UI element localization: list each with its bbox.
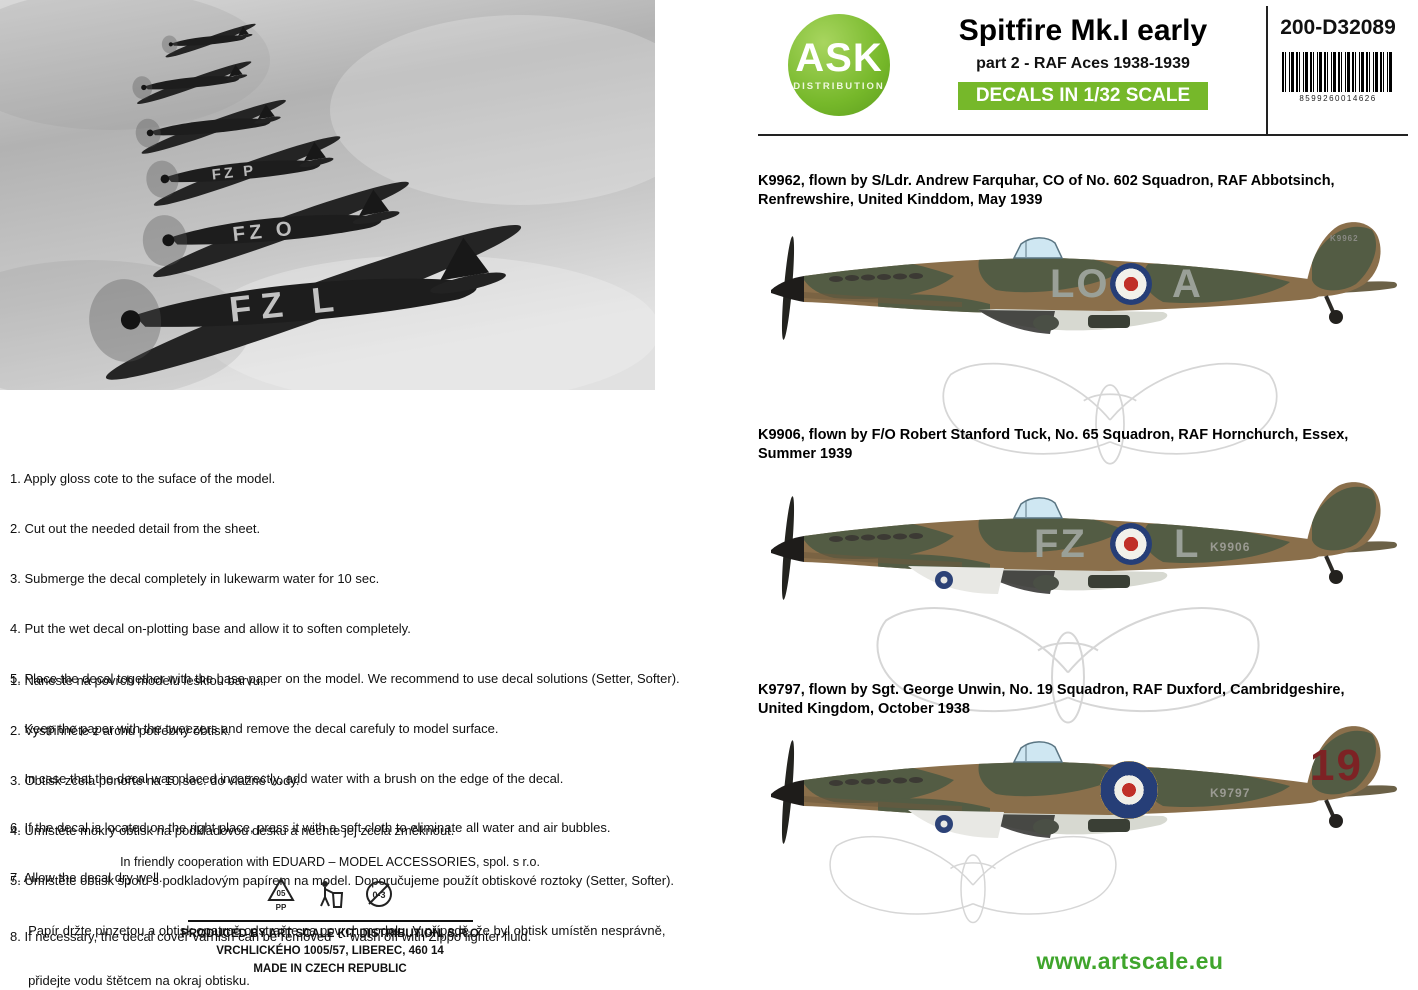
instruction-line: přidejte vodu štětcem na okraj obtisku. <box>10 972 250 988</box>
profile-caption: K9797, flown by Sgt. George Unwin, No. 1… <box>758 682 1345 717</box>
instruction-line: 3. Obtisk zcela ponořte na 10 sec. do vl… <box>10 773 300 788</box>
recycle-code-label: 05 <box>276 889 285 898</box>
header: ASK DISTRIBUTION Spitfire Mk.I early par… <box>758 6 1408 136</box>
instruction-line: 4. Put the wet decal on-plotting base an… <box>10 620 411 636</box>
photo-plane: FZ P <box>146 136 341 206</box>
instruction-line: 6. If the decal is located on the right … <box>10 820 611 836</box>
spitfire-profile-k9906: FZ L K9906 <box>758 456 1413 651</box>
squadron-code-right: A <box>1172 262 1203 306</box>
spitfire-illustration <box>758 456 1408 646</box>
squadron-code-right: L <box>1174 522 1201 566</box>
product-code: 200-D32089 <box>1280 16 1396 39</box>
instruction-line: 5. Place the decal together with the bas… <box>10 670 680 686</box>
profile-caption: K9962, flown by S/Ldr. Andrew Farquhar, … <box>758 173 1335 208</box>
spitfire-illustration <box>758 700 1408 890</box>
producer-line: PRODUCED BY ART SCALE KIT DISTRIBUTION, … <box>181 928 479 940</box>
product-code-cell: 200-D32089 8599260014626 <box>1266 6 1408 134</box>
aircraft-serial: K9797 <box>1210 786 1251 800</box>
instructions-english: 1. Apply gloss cote to the suface of the… <box>10 438 745 979</box>
raf-roundel-yellow-ring <box>1100 761 1158 819</box>
formation-photo-art: FZ P FZ O FZ L <box>0 0 655 390</box>
recycle-pp-icon: 05 PP <box>266 876 295 912</box>
age-warning-icon: 0-3 <box>366 881 393 907</box>
instruction-line: 8. If necessary, the decal cover varnish… <box>10 929 532 945</box>
photo-plane <box>161 23 256 58</box>
barcode-number: 8599260014626 <box>1299 94 1377 103</box>
website-url: www.artscale.eu <box>1036 948 1224 974</box>
squadron-code-left: 19 <box>1310 741 1363 790</box>
instruction-line: 3. Submerge the decal completely in luke… <box>10 571 380 586</box>
recycle-material-label: PP <box>275 903 286 912</box>
photo-squadron-code: FZ P <box>211 163 257 184</box>
instruction-line: 1. Apply gloss cote to the suface of the… <box>10 471 276 487</box>
instruction-line: 7. Allow the decal dry well. <box>10 870 163 886</box>
instructions-czech: 1. Naneste na povrch modelu lesklou barv… <box>10 640 745 990</box>
squadron-code-left: FZ <box>1034 522 1087 566</box>
packaging-icons: 05 PP 0-3 <box>30 876 630 912</box>
ask-logo-brand: ASK <box>795 36 883 80</box>
page-title: Spitfire Mk.I early <box>958 14 1208 47</box>
cooperation-note: In friendly cooperation with EDUARD – MO… <box>120 855 540 869</box>
photo-plane <box>135 99 286 154</box>
photo-plane <box>132 61 252 104</box>
producer-line: MADE IN CZECH REPUBLIC <box>253 962 407 975</box>
instruction-line: 2. Cut out the needed detail from the sh… <box>10 521 261 537</box>
spitfire-profile-k9962: LO A K9962 <box>758 196 1413 391</box>
instruction-line: Papír držte pinzetou a obtisk opatrně od… <box>10 922 666 938</box>
page-subtitle: part 2 - RAF Aces 1938-1939 <box>976 55 1190 72</box>
instruction-line: 4. Umístěte mokrý obtisk na podkladovou … <box>10 822 455 838</box>
ask-logo-subtitle: DISTRIBUTION <box>793 81 885 92</box>
photo-plane: FZ O <box>142 181 409 278</box>
tidyman-icon <box>320 881 344 908</box>
formation-photo: FZ P FZ O FZ L <box>0 0 655 390</box>
producer-line: VRCHLICKÉHO 1005/57, LIBEREC, 460 14 <box>216 945 444 958</box>
profile-caption: K9906, flown by F/O Robert Stanford Tuck… <box>758 427 1349 462</box>
instruction-line: In case that the decal was placed incorr… <box>10 770 564 786</box>
instruction-line: 2. Vystřihněte z archu potřebný obtisk. <box>10 723 231 739</box>
barcode <box>1282 52 1394 92</box>
footer-divider <box>188 920 473 922</box>
header-title-block: Spitfire Mk.I early part 2 - RAF Aces 19… <box>908 14 1258 110</box>
raf-roundel <box>1110 263 1152 305</box>
scale-badge: DECALS IN 1/32 SCALE <box>957 82 1209 110</box>
instruction-line: 5. Umístěte obtisk spolu s podkladovým p… <box>10 872 675 888</box>
instruction-line: Keep the paper with the tweezers and rem… <box>10 720 499 736</box>
instruction-line: 1. Naneste na povrch modelu lesklou barv… <box>10 673 264 689</box>
ask-logo: ASK DISTRIBUTION <box>788 14 890 116</box>
spitfire-profile-k9797: 19 K9797 <box>758 700 1413 895</box>
aircraft-serial: K9906 <box>1210 540 1251 554</box>
aircraft-serial: K9962 <box>1330 234 1359 243</box>
raf-roundel <box>1110 523 1152 565</box>
squadron-code-left: LO <box>1050 262 1110 306</box>
producer-info: PRODUCED BY ART SCALE KIT DISTRIBUTION, … <box>30 926 630 978</box>
